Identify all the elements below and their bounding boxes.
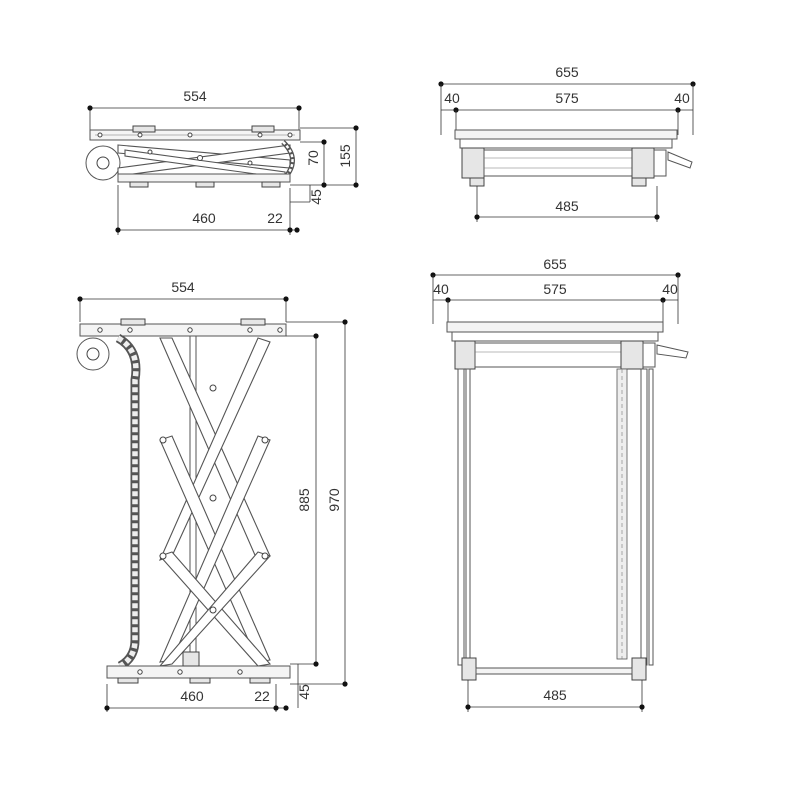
dim-height-mech: 70 — [305, 150, 321, 166]
dim-bottom-width: 485 — [555, 198, 579, 214]
dim-base-offset: 22 — [254, 688, 270, 704]
mechanism-extended — [76, 318, 291, 684]
side-extended-view: 554 — [76, 279, 348, 712]
dim-width-top: 554 — [183, 88, 207, 104]
housing-retracted — [454, 129, 693, 187]
dim-base-width: 460 — [192, 210, 216, 226]
dim-width-total: 655 — [555, 64, 579, 80]
dim-offset: 45 — [308, 189, 324, 205]
dim-base-width: 460 — [180, 688, 204, 704]
dim-margin-left: 40 — [444, 90, 460, 106]
dim-offset: 45 — [296, 684, 312, 700]
dim-bottom-width: 485 — [543, 687, 567, 703]
dim-inner-width: 575 — [543, 281, 567, 297]
side-retracted-view: 554 — [85, 88, 359, 235]
dim-base-offset: 22 — [267, 210, 283, 226]
mechanism-retracted — [85, 125, 301, 188]
dim-inner-width: 575 — [555, 90, 579, 106]
front-extended-view: 655 40 575 40 — [430, 256, 689, 712]
dim-height-total: 155 — [337, 144, 353, 168]
dim-width-total: 655 — [543, 256, 567, 272]
dim-margin-right: 40 — [674, 90, 690, 106]
housing-extended — [446, 321, 689, 681]
dim-width-top: 554 — [171, 279, 195, 295]
front-retracted-view: 655 40 575 40 485 — [438, 64, 696, 222]
dim-margin-right: 40 — [662, 281, 678, 297]
dim-height-total: 970 — [326, 488, 342, 512]
dim-height-mech: 885 — [296, 488, 312, 512]
dim-margin-left: 40 — [433, 281, 449, 297]
